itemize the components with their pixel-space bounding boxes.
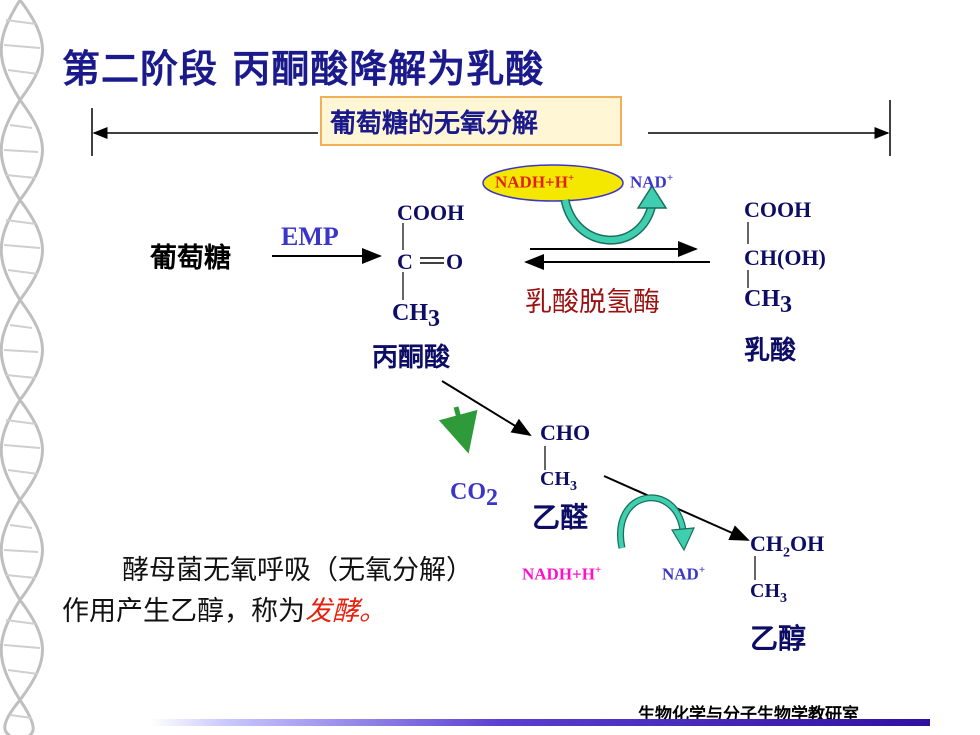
pyruvate-c: C	[397, 249, 413, 274]
dna-helix-decoration	[0, 0, 44, 735]
lactate-choh: CH(OH)	[744, 245, 826, 270]
decarboxylation-arrow	[441, 380, 532, 437]
ethanol-ch3: CH3	[750, 580, 787, 606]
subtitle-box	[320, 96, 622, 146]
nadh-bottom-label: NADH+H+	[522, 564, 602, 584]
fermentation-highlight: 发酵。	[305, 596, 386, 627]
ethanol-name: 乙醇	[750, 622, 807, 655]
lactate-name: 乳酸	[744, 336, 797, 366]
pyruvate-ch3: CH3	[392, 300, 440, 332]
acetaldehyde-ch3: CH3	[540, 468, 577, 494]
lactate-ch3: CH3	[744, 286, 792, 318]
nad-top-label: NAD+	[630, 172, 674, 192]
ethanol-ch2oh: CH2OH	[750, 531, 825, 561]
pyruvate-cooh: COOH	[397, 200, 465, 225]
slide-title: 第二阶段 丙酮酸降解为乳酸	[62, 47, 545, 91]
pyruvate-o: O	[446, 249, 464, 274]
glucose-label: 葡萄糖	[150, 243, 231, 274]
enzyme-label: 乳酸脱氢酶	[525, 287, 660, 318]
nadh-top-label: NADH+H+	[495, 172, 575, 192]
footer-bar	[150, 719, 930, 726]
nadh-oval	[482, 164, 624, 202]
acetaldehyde-cho: CHO	[540, 420, 591, 445]
subtitle: 葡萄糖的无氧分解	[330, 109, 539, 139]
cofactor-curve-top-head	[636, 184, 668, 209]
pyruvate-name: 丙酮酸	[372, 343, 451, 373]
co2-release-arrow	[438, 406, 478, 454]
lactate-cooh: COOH	[744, 197, 812, 222]
co2-label: CO2	[450, 479, 498, 511]
cofactor-curve-bottom-head	[670, 527, 695, 552]
nad-bottom-label: NAD+	[662, 564, 706, 584]
emp-label: EMP	[281, 222, 339, 251]
fermentation-description: 酵母菌无氧呼吸（无氧分解）作用产生乙醇，称为发酵。	[62, 555, 473, 627]
acetaldehyde-name: 乙醛	[532, 501, 589, 534]
